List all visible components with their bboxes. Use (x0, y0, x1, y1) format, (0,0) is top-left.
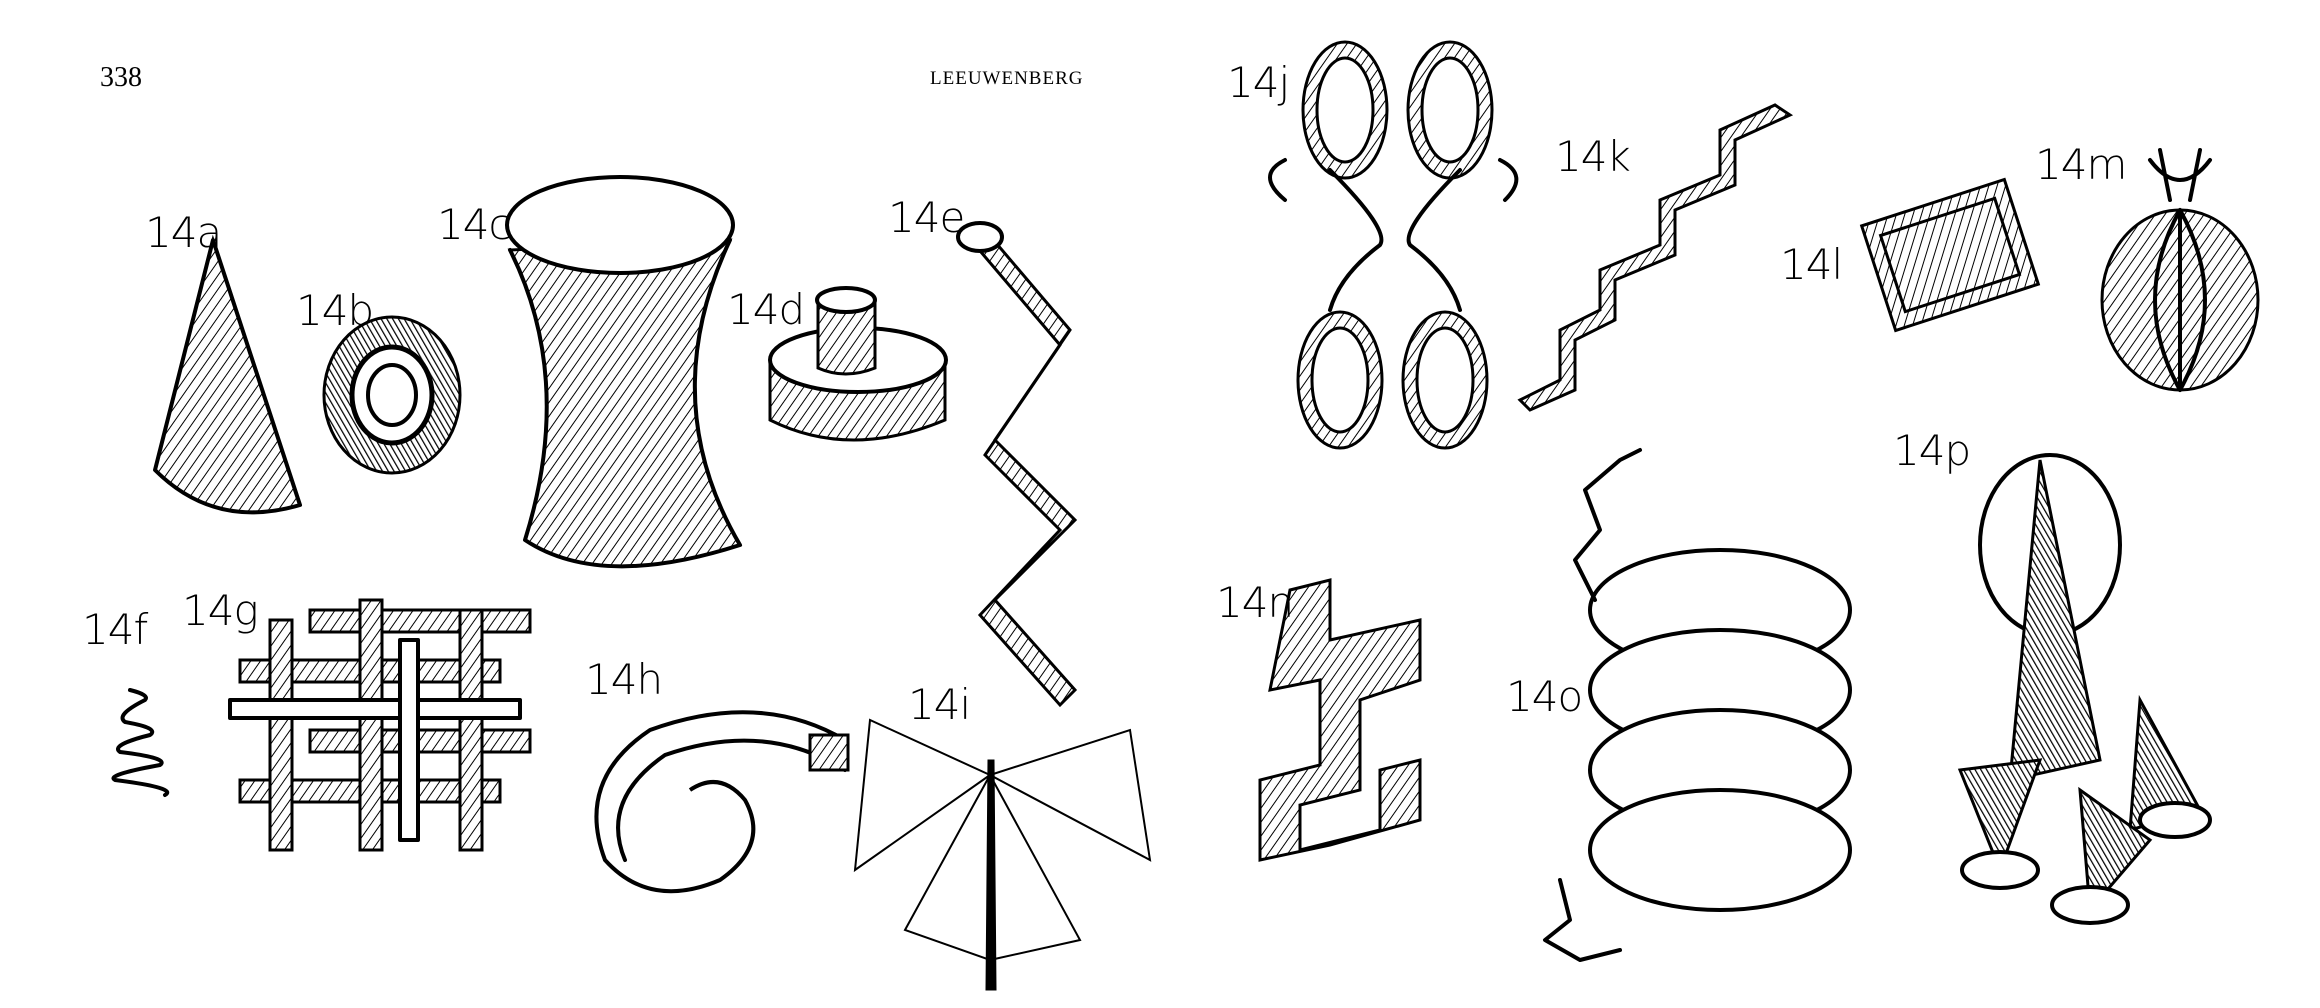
figure-14i-jagged-star (853, 718, 1152, 991)
figure-label-14l: 14l (1780, 240, 1843, 289)
figure-label-14m: 14m (2035, 140, 2127, 189)
figure-label-14k: 14k (1555, 132, 1631, 181)
figure-label-14e: 14e (888, 193, 965, 242)
figure-label-14n: 14n (1216, 578, 1294, 627)
figure-label-14i: 14i (908, 680, 971, 729)
figure-14l-woven-grid (1859, 177, 2041, 333)
figure-14a-cone (153, 234, 302, 515)
figure-14j-rings (1268, 40, 1519, 450)
figure-label-14h: 14h (585, 655, 663, 704)
figure-14p-radial-assembly (1957, 453, 2212, 925)
figure-label-14a: 14a (145, 208, 222, 257)
figure-14d-stacked-cylinders (768, 286, 948, 442)
figure-label-14f: 14f (82, 605, 148, 654)
page-number: 338 (100, 62, 142, 93)
figure-label-14o: 14o (1506, 672, 1583, 721)
figure-14g-lattice-cube (228, 598, 532, 852)
figure-label-14d: 14d (727, 285, 805, 334)
figure-14e-zigzag-tubes (956, 221, 1078, 708)
figure-label-14j: 14j (1227, 58, 1290, 107)
figure-14f-spiral (111, 688, 170, 797)
figure-14b-torus (322, 315, 462, 475)
figure-14h-spiral-ribbon (594, 710, 850, 894)
figure-14n-folded-bars (1258, 578, 1422, 862)
figure-14k-staircase (1517, 103, 1794, 412)
figure-label-14g: 14g (182, 586, 259, 635)
figure-label-14b: 14b (296, 286, 374, 335)
figure-14m-pumpkin (2100, 148, 2260, 392)
figure-14o-gear-stack (1543, 448, 1852, 962)
running-head: LEEUWENBERG (930, 68, 1084, 89)
figure-label-14p: 14p (1893, 426, 1971, 475)
figure-label-14c: 14c (437, 200, 512, 249)
figure-14c-hyperboloid (505, 175, 743, 569)
